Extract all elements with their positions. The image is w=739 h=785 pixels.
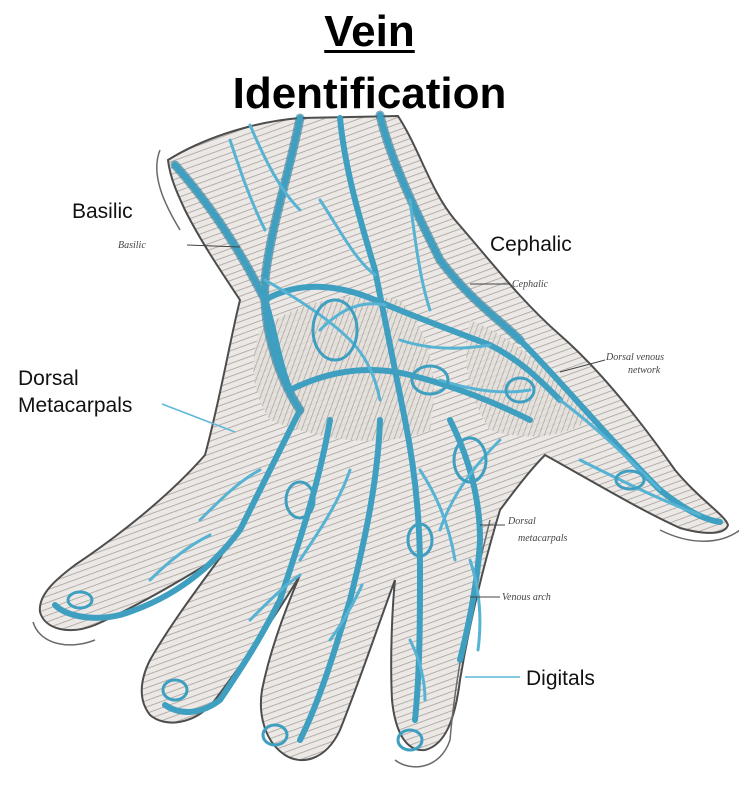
label-cephalic: Cephalic [490, 233, 572, 257]
figure-label-dorsal-metacarpals-1: Dorsal [507, 516, 536, 527]
label-basilic: Basilic [72, 200, 133, 224]
figure-label-venous-arch: Venous arch [502, 592, 551, 603]
figure-label-dorsal-venous-network-2: network [628, 365, 661, 376]
hand-outline [33, 116, 739, 767]
figure-label-cephalic: Cephalic [512, 279, 549, 290]
figure-label-basilic: Basilic [118, 240, 146, 251]
label-digitals: Digitals [526, 667, 595, 691]
label-dorsal-metacarpals-line2: Metacarpals [18, 394, 132, 418]
figure-label-dorsal-metacarpals-2: metacarpals [518, 533, 568, 544]
label-dorsal-metacarpals-line1: Dorsal [18, 367, 79, 391]
figure-label-dorsal-venous-network-1: Dorsal venous [605, 352, 664, 363]
